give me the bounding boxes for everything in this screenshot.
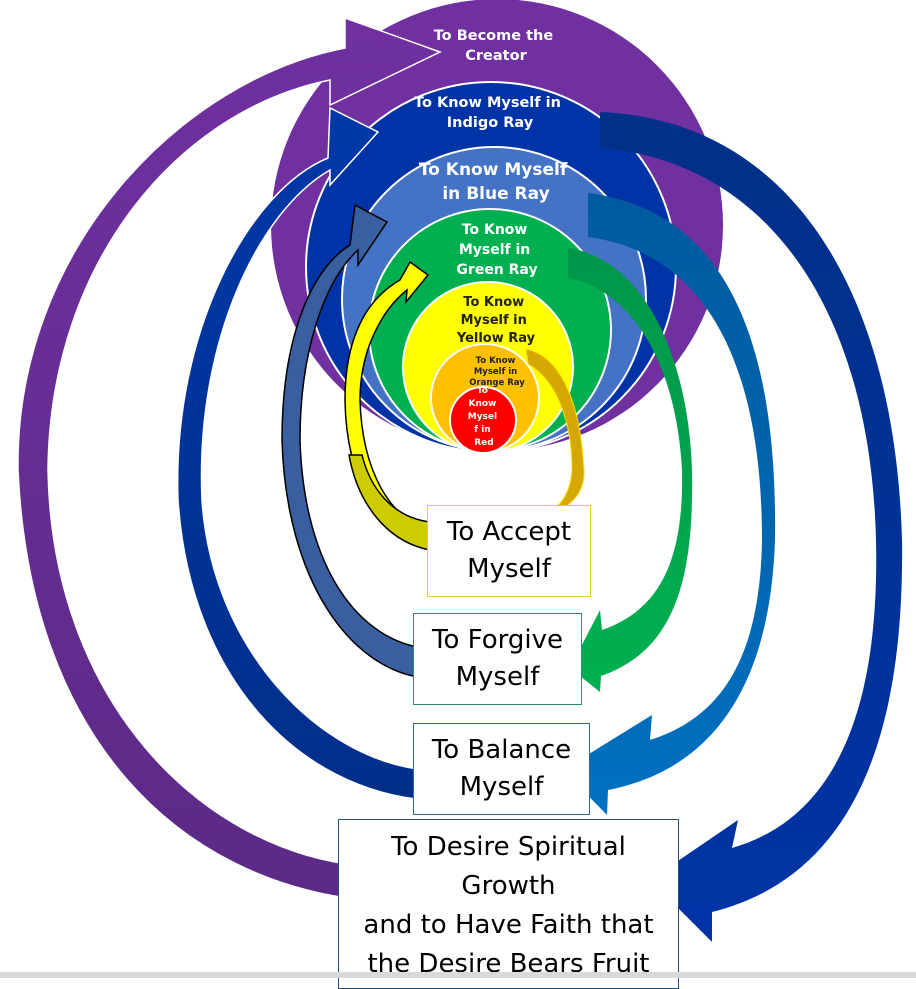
- label-yellow: To Know Myself in Yellow Ray: [456, 295, 536, 346]
- arrow-forgive-to-blue: [281, 203, 426, 679]
- box-to-desire-spiritual-growth: To Desire Spiritual Growth and to Have F…: [338, 819, 679, 989]
- label-green: To Know Myself in Green Ray: [456, 222, 537, 278]
- box-balance-line-1: To Balance: [431, 735, 572, 766]
- label-blue: To Know Myself in Blue Ray: [419, 160, 573, 204]
- box-forgive-line-2: Myself: [455, 662, 540, 692]
- bottom-scrollbar-strip: [0, 972, 916, 978]
- box-to-balance-myself: To Balance Myself: [413, 723, 590, 815]
- box-desire-line-2: Growth: [461, 871, 556, 901]
- label-orange: To Know Myself in Orange Ray: [469, 356, 525, 388]
- box-balance-line-2: Myself: [459, 772, 544, 802]
- label-indigo: To Know Myself in Indigo Ray: [414, 95, 566, 131]
- box-forgive-line-1: To Forgive: [432, 625, 563, 656]
- arrow-accept-tail: [348, 454, 431, 551]
- arrow-desire-to-creator: [17, 16, 442, 901]
- arrow-balance-to-indigo: [176, 106, 427, 801]
- box-to-accept-myself: To Accept Myself: [427, 505, 591, 597]
- box-desire-line-4: the Desire Bears Fruit: [367, 949, 650, 979]
- box-desire-line-3: and to Have Faith that: [363, 910, 654, 940]
- label-red: To Know Mysel f in Red: [468, 386, 501, 448]
- label-violet: To Become the Creator: [434, 28, 559, 64]
- box-accept-line-1: To Accept: [446, 517, 572, 548]
- box-to-forgive-myself: To Forgive Myself: [413, 613, 582, 705]
- box-accept-line-2: Myself: [467, 554, 551, 584]
- box-desire-line-1: To Desire Spiritual: [391, 832, 626, 862]
- arrow-green-to-forgive: [568, 248, 693, 692]
- ring-red: [449, 386, 517, 454]
